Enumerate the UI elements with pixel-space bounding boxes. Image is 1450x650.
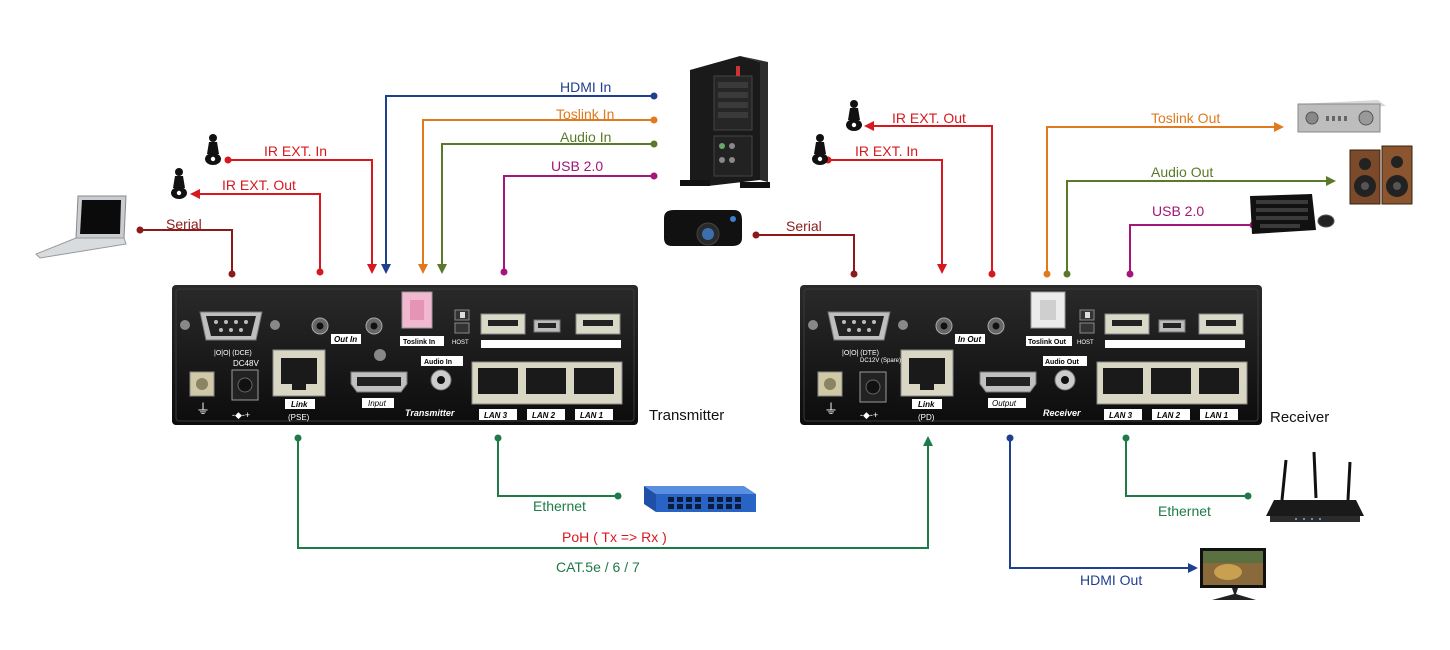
tx-lan2-label: LAN 2 [532,411,556,420]
tx-model-label: Transmitter [405,408,455,418]
lan-port[interactable] [1103,368,1143,394]
lan-port[interactable] [1151,368,1191,394]
rx-toslink-out-label: Toslink Out [1151,110,1221,126]
rx-audio-out-line [1066,176,1336,274]
ir-emitter-eye-icon [846,100,862,131]
lan-ports [471,361,623,405]
rx-lan1-label: LAN 1 [1205,411,1229,420]
svg-text:⏚: ⏚ [196,401,210,417]
ir-receiver-eye-icon [205,134,221,165]
rx-link-label: Link [918,400,935,409]
speakers-icon [1349,145,1413,205]
transmitter-title: Transmitter [649,407,725,424]
rx-host-label: HOST [1077,340,1094,346]
tx-link-label: Link [291,400,308,409]
transmitter-unit: |O|O| (DCE) Out In Toslink In HOST ⏚ DC4… [172,285,638,425]
tx-serial-line [140,229,233,274]
lan-ports [1096,361,1248,405]
laptop-icon [35,195,127,259]
projector-icon [664,210,742,246]
rx-serial-line [756,234,855,274]
rx-lan2-label: LAN 2 [1157,411,1181,420]
tx-ir-out-label: IR EXT. Out [222,177,296,193]
poh-label: PoH ( Tx => Rx ) [562,529,667,545]
rx-model-label: Receiver [1043,408,1081,418]
rx-lan3-label: LAN 3 [1109,411,1133,420]
rx-connections [752,121,1336,573]
svg-text:⏚: ⏚ [824,401,838,417]
dc-power-jack[interactable] [859,371,887,403]
lan-port[interactable] [574,368,614,394]
tx-ir-in-line [228,159,377,274]
tx-dc-label: DC48V [233,359,259,368]
rx-ir-out-line [864,121,993,274]
ir-emitter-eye-icon [171,168,187,199]
lan-port[interactable] [478,368,518,394]
rx-pd-label: (PD) [918,413,935,422]
poh-cat-line [297,436,933,549]
db9-serial-port[interactable] [199,311,263,341]
rx-ethernet-label: Ethernet [1158,503,1211,519]
rx-inout-label: In Out [958,335,981,344]
rx-ir-in-label: IR EXT. In [855,143,919,159]
tx-serial-label: Serial [166,216,202,232]
tx-hdmi-in-line [381,95,654,274]
rx-hdmi-out-label: HDMI Out [1080,572,1143,588]
rx-ir-out-label: IR EXT. Out [892,110,966,126]
monitor-icon [1200,548,1266,600]
lan-port[interactable] [1199,368,1239,394]
tx-input-label: Input [368,399,387,408]
rx-hdmi-out-line [1009,438,1198,573]
tx-ethernet-line [497,438,618,497]
rx-output-label: Output [992,399,1017,408]
rx-audio-label: Audio Out [1045,359,1079,366]
tx-connections [136,92,933,549]
tower-pc-icon [680,56,770,188]
keyboard-mouse-icon [1250,194,1335,234]
amplifier-icon [1297,100,1386,133]
db9-serial-port[interactable] [827,311,891,341]
rx-ir-in-line [828,159,947,274]
tx-ir-in-label: IR EXT. In [264,143,328,159]
tx-audio-in-label: Audio In [560,129,612,145]
svg-text:-◆-+: -◆-+ [232,410,250,420]
svg-text:-◆-+: -◆-+ [860,410,878,420]
receiver-title: Receiver [1270,409,1330,426]
rx-usb-label: USB 2.0 [1152,203,1205,219]
tx-toslink-label: Toslink In [403,339,435,346]
tx-audio-label: Audio In [424,359,452,366]
rx-audio-out-label: Audio Out [1151,164,1214,180]
rx-serial-label: Serial [786,218,822,234]
tx-usb-line [503,175,654,272]
tx-db9-label: |O|O| (DCE) [214,350,252,357]
cable-type-label: CAT.5e / 6 / 7 [556,559,640,575]
router-icon [1266,451,1364,522]
tx-toslink-in-label: Toslink In [556,106,615,122]
tx-audio-in-line [437,143,654,274]
tx-pse-label: (PSE) [288,413,310,422]
receiver-unit: |O|O| (DTE) In Out Toslink Out HOST ⏚ DC… [800,285,1262,425]
rx-ethernet-line [1125,438,1248,497]
tx-outin-label: Out In [334,335,357,344]
tx-usb-label: USB 2.0 [551,158,604,174]
tx-host-label: HOST [452,340,469,346]
lan-port[interactable] [526,368,566,394]
rx-toslink-out-line [1046,122,1284,274]
tx-lan3-label: LAN 3 [484,411,508,420]
tx-ir-out-line [190,189,321,272]
tx-ethernet-label: Ethernet [533,498,586,514]
rx-db9-label: |O|O| (DTE) [842,350,879,357]
rx-dc-label: DC12V (Spare) [860,358,901,364]
tx-hdmi-in-label: HDMI In [560,79,612,95]
rx-toslink-label: Toslink Out [1028,339,1067,346]
tx-lan1-label: LAN 1 [580,411,604,420]
rx-usb-line [1129,224,1253,274]
ir-receiver-eye-icon [812,134,828,165]
network-switch-icon [644,486,756,512]
tx-toslink-in-line [418,119,654,274]
